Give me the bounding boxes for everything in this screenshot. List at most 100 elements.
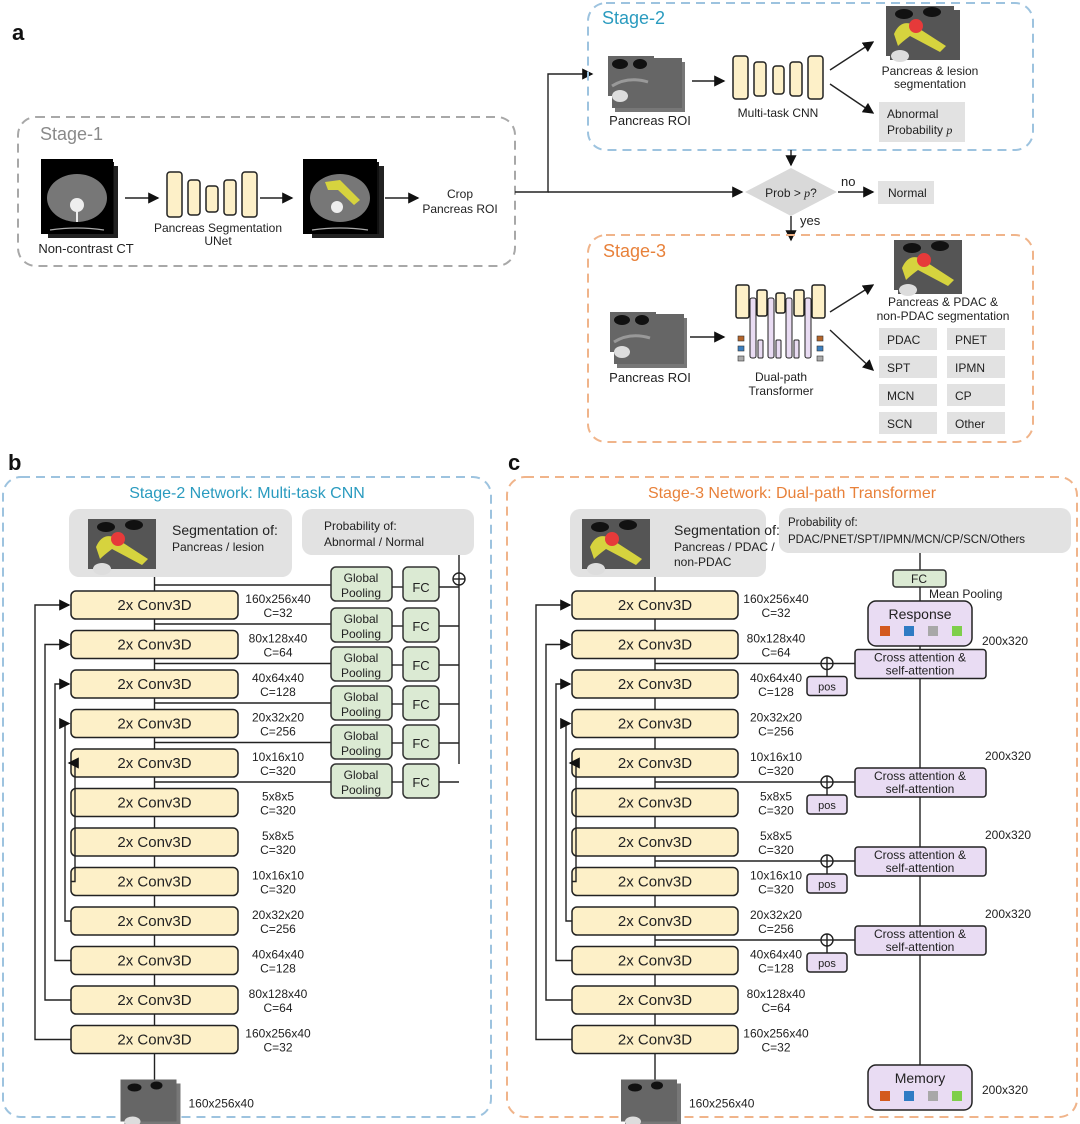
conv3d-label: 2x Conv3D bbox=[117, 637, 191, 654]
layer-channels: C=320 bbox=[260, 804, 296, 818]
layer-dims: 80x128x40 bbox=[747, 632, 806, 646]
stage2-box bbox=[587, 2, 1034, 151]
attention-dims: 200x320 bbox=[985, 749, 1031, 763]
pos-label: pos bbox=[818, 958, 836, 970]
fc-label: FC bbox=[412, 697, 429, 712]
global-pooling-block bbox=[330, 724, 393, 760]
layer-channels: C=64 bbox=[761, 646, 790, 660]
skip-connection bbox=[44, 638, 71, 1001]
conv3d-label: 2x Conv3D bbox=[618, 1032, 692, 1049]
layer-channels: C=256 bbox=[758, 922, 794, 936]
pancreas-roi-image-stage3 bbox=[608, 310, 687, 368]
class-label: SCN bbox=[887, 417, 912, 431]
memory-dims: 200x320 bbox=[982, 1083, 1028, 1097]
class-box bbox=[879, 412, 937, 434]
unet-icon bbox=[166, 171, 258, 218]
pool-label-line1: Global bbox=[344, 612, 379, 626]
class-label: PDAC bbox=[887, 333, 921, 347]
class-label: IPMN bbox=[955, 361, 985, 375]
layer-dims: 5x8x5 bbox=[262, 790, 294, 804]
attention-label-line2: self-attention bbox=[886, 782, 955, 796]
seg-output-sub2-c: non-PDAC bbox=[674, 555, 732, 569]
cross-self-attention-block bbox=[854, 767, 987, 798]
fc-label: FC bbox=[412, 736, 429, 751]
memory-label: Memory bbox=[895, 1070, 946, 1086]
global-pooling-block bbox=[330, 566, 393, 602]
conv3d-label: 2x Conv3D bbox=[618, 637, 692, 654]
layer-dims: 10x16x10 bbox=[252, 869, 304, 883]
token-square bbox=[928, 1091, 938, 1101]
conv3d-block bbox=[571, 669, 739, 699]
layer-dims: 5x8x5 bbox=[262, 829, 294, 843]
conv3d-label: 2x Conv3D bbox=[117, 755, 191, 772]
decision-yes-label: yes bbox=[800, 213, 821, 228]
token-square bbox=[904, 1091, 914, 1101]
fc-block bbox=[402, 724, 440, 760]
skip-connection bbox=[535, 599, 572, 1041]
conv3d-block bbox=[70, 708, 239, 739]
pool-label-line1: Global bbox=[344, 690, 379, 704]
dual-path-label-line2: Transformer bbox=[749, 384, 814, 398]
conv3d-label: 2x Conv3D bbox=[618, 953, 692, 970]
class-box bbox=[879, 356, 937, 378]
stage2-seg-line2: segmentation bbox=[894, 77, 966, 91]
dual-path-label-line1: Dual-path bbox=[755, 370, 807, 384]
segmentation-output-image bbox=[88, 519, 156, 575]
stage3-seg-line1: Pancreas & PDAC & bbox=[888, 295, 998, 309]
pos-embedding-box bbox=[806, 675, 848, 697]
response-tokens bbox=[880, 626, 962, 636]
pool-label-line1: Global bbox=[344, 651, 379, 665]
layer-channels: C=32 bbox=[263, 1041, 292, 1055]
attention-label-line1: Cross attention & bbox=[874, 848, 966, 862]
layer-dims: 160x256x40 bbox=[245, 1027, 311, 1041]
abnormal-probability-box bbox=[879, 102, 965, 142]
fc-block bbox=[402, 566, 440, 602]
conv3d-label: 2x Conv3D bbox=[618, 676, 692, 693]
conv3d-block bbox=[571, 629, 739, 660]
layer-channels: C=320 bbox=[758, 804, 794, 818]
pool-label-line1: Global bbox=[344, 571, 379, 585]
layer-dims: 20x32x20 bbox=[252, 711, 304, 725]
ct-scan-image bbox=[41, 159, 118, 238]
fc-block bbox=[402, 646, 440, 682]
layer-dims: 10x16x10 bbox=[750, 750, 802, 764]
layer-channels: C=256 bbox=[758, 725, 794, 739]
token-square bbox=[952, 1091, 962, 1101]
prob-output-title-c: Probability of: bbox=[788, 517, 858, 529]
panel-letter-a: a bbox=[12, 20, 25, 45]
conv3d-block bbox=[571, 787, 739, 818]
fc-label: FC bbox=[412, 658, 429, 673]
class-box bbox=[947, 328, 1005, 350]
conv3d-label: 2x Conv3D bbox=[618, 874, 692, 891]
layer-channels: C=32 bbox=[761, 606, 790, 620]
layer-dims: 20x32x20 bbox=[750, 908, 802, 922]
pos-embedding-box bbox=[806, 794, 848, 815]
layer-channels: C=128 bbox=[758, 962, 794, 976]
class-box bbox=[947, 356, 1005, 378]
unet-label-line1: Pancreas Segmentation bbox=[154, 221, 282, 235]
unet-label-line2: UNet bbox=[204, 234, 232, 248]
conv3d-label: 2x Conv3D bbox=[117, 795, 191, 812]
segmented-ct-image bbox=[303, 159, 384, 238]
attention-label-line1: Cross attention & bbox=[874, 927, 966, 941]
pancreas-roi-image bbox=[606, 54, 685, 112]
pool-label-line2: Pooling bbox=[341, 744, 381, 758]
layer-channels: C=128 bbox=[260, 685, 296, 699]
stage2-network-title: Stage-2 Network: Multi-task CNN bbox=[129, 485, 365, 502]
stage2-seg-line1: Pancreas & lesion bbox=[882, 64, 979, 78]
conv3d-label: 2x Conv3D bbox=[117, 716, 191, 733]
layer-dims: 20x32x20 bbox=[750, 711, 802, 725]
token-square bbox=[952, 626, 962, 636]
layer-channels: C=320 bbox=[758, 843, 794, 857]
class-label: MCN bbox=[887, 389, 914, 403]
probability-output-box bbox=[302, 509, 474, 555]
conv3d-block bbox=[70, 787, 239, 818]
conv3d-block bbox=[70, 629, 239, 660]
prob-output-sub: Abnormal / Normal bbox=[324, 535, 424, 549]
panel-letter-b: b bbox=[8, 450, 21, 475]
class-box bbox=[947, 412, 1005, 434]
crop-label-line2: Pancreas ROI bbox=[422, 202, 497, 216]
layer-dims: 80x128x40 bbox=[249, 632, 308, 646]
stage3-network-box bbox=[506, 476, 1078, 1118]
